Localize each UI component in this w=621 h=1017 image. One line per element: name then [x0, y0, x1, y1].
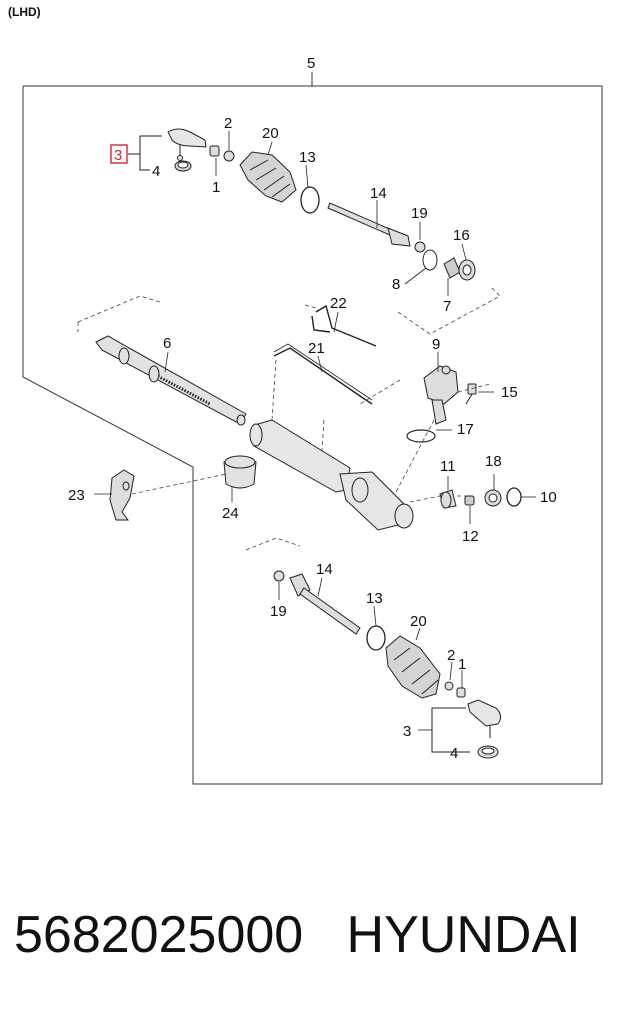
callout-12: 12 [462, 528, 479, 545]
leader-21 [317, 355, 323, 373]
callout-14-top: 14 [370, 185, 387, 202]
dashed-group-outlines [77, 285, 501, 551]
callout-21: 21 [308, 340, 325, 357]
footer-part-info: 5682025000 HYUNDAI [14, 905, 581, 965]
leader-16 [461, 243, 467, 261]
leader-3-4-top [139, 135, 162, 171]
boot-20-top [239, 151, 297, 203]
leader-20-top [267, 141, 273, 156]
leader-8 [404, 267, 427, 285]
ring-10 [506, 487, 522, 507]
callout-18: 18 [485, 453, 502, 470]
callout-1-bottom: 1 [458, 656, 466, 673]
callout-20-bottom: 20 [410, 613, 427, 630]
callout-16: 16 [453, 227, 470, 244]
nut-1-top [209, 145, 220, 157]
bushing-7 [443, 257, 461, 279]
leader-13-top [305, 164, 309, 189]
callout-13-bottom: 13 [366, 590, 383, 607]
nut-1-bottom [456, 687, 466, 698]
callout-4-top: 4 [152, 163, 160, 180]
lhd-tag: (LHD) [8, 5, 41, 19]
inner-tie-rod-14-bottom [289, 573, 361, 635]
callout-6: 6 [163, 335, 171, 352]
o-ring-17 [406, 429, 436, 443]
leader-14-bottom [317, 577, 323, 597]
leader-6 [164, 351, 169, 373]
tie-rod-end-top [167, 128, 207, 161]
callout-3-bottom: 3 [403, 723, 411, 740]
assembly-frame [22, 85, 603, 785]
gear-housing [249, 419, 414, 531]
feed-pipe-22 [311, 304, 377, 347]
callout-15: 15 [501, 384, 518, 401]
mount-bushing-24 [223, 455, 257, 489]
nut-12 [464, 495, 475, 506]
boot-4-bottom [477, 745, 499, 759]
brand-name: HYUNDAI [346, 906, 581, 964]
callout-5: 5 [307, 55, 315, 72]
callout-2-top: 2 [224, 115, 232, 132]
callout-17: 17 [457, 421, 474, 438]
callout-13-top: 13 [299, 149, 316, 166]
callout-3-top: 3 [114, 147, 122, 164]
leader-20-bottom [415, 627, 421, 641]
callout-2-bottom: 2 [447, 647, 455, 664]
callout-19-bottom: 19 [270, 603, 287, 620]
boot-20-bottom [385, 635, 441, 699]
callout-22: 22 [330, 295, 347, 312]
seal-18 [484, 489, 502, 507]
inner-tie-rod-14-top [327, 202, 411, 247]
callout-14-bottom: 14 [316, 561, 333, 578]
callout-1-top: 1 [212, 179, 220, 196]
leader-2-bottom [449, 661, 453, 681]
mount-bracket-23 [109, 469, 135, 521]
callout-19-top: 19 [411, 205, 428, 222]
part-number: 5682025000 [14, 906, 304, 964]
cap-11 [439, 489, 457, 509]
boot-4-top [174, 160, 192, 172]
callout-7: 7 [443, 298, 451, 315]
tie-rod-end-bottom [467, 699, 502, 738]
rack-bar-6 [95, 335, 247, 426]
leader-22 [333, 311, 339, 333]
bolt-15 [465, 383, 477, 405]
ring-8 [422, 249, 438, 271]
washer-19-top [414, 241, 426, 253]
callout-11: 11 [440, 458, 456, 475]
callout-8: 8 [392, 276, 400, 293]
highlight-box-3 [110, 144, 128, 164]
pinion-valve-9 [423, 365, 459, 425]
callout-10: 10 [540, 489, 557, 506]
washer-19-bottom [273, 570, 285, 582]
bushing-16 [458, 259, 476, 281]
ring-13-top [300, 186, 320, 214]
callout-4-bottom: 4 [450, 745, 458, 762]
feed-pipe-21 [273, 343, 373, 405]
ring-13-bottom [366, 625, 386, 651]
callout-20-top: 20 [262, 125, 279, 142]
callout-24: 24 [222, 505, 239, 522]
callout-9: 9 [432, 336, 440, 353]
washer-2-top [223, 150, 235, 162]
leader-13-bottom [373, 605, 377, 627]
washer-2-bottom [444, 681, 454, 691]
callout-23: 23 [68, 487, 85, 504]
